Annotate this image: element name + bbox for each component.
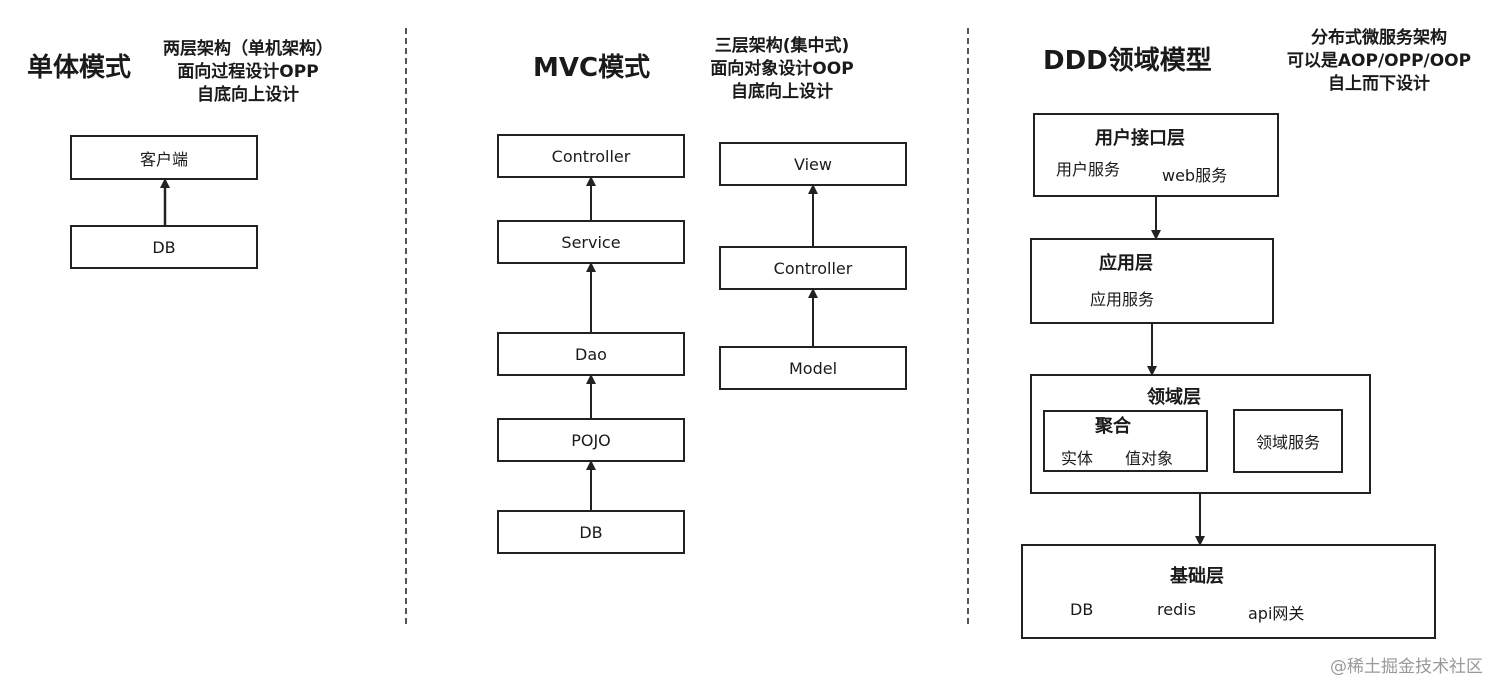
ddd-aggregate-title: 聚合 bbox=[1095, 416, 1131, 437]
ddd-ui-item-user-service: 用户服务 bbox=[1056, 160, 1121, 179]
ddd-infra-item-redis: redis bbox=[1157, 600, 1197, 619]
ddd-domain-service-box: 领域服务 bbox=[1233, 409, 1343, 473]
monolith-notes: 两层架构（单机架构） 面向过程设计OPP 自底向上设计 bbox=[148, 38, 348, 107]
ddd-notes: 分布式微服务架构 可以是AOP/OPP/OOP 自上而下设计 bbox=[1274, 27, 1484, 96]
ddd-ui-layer-box bbox=[1033, 113, 1279, 197]
mvc-title: MVC模式 bbox=[533, 53, 651, 83]
monolith-note-1: 两层架构（单机架构） bbox=[163, 39, 333, 59]
ddd-ui-layer-title: 用户接口层 bbox=[1095, 128, 1185, 149]
monolith-db-box: DB bbox=[70, 225, 258, 269]
ddd-aggregate-value-object: 值对象 bbox=[1125, 449, 1174, 468]
divider-left bbox=[405, 28, 407, 624]
mvc-model-box: Model bbox=[719, 346, 907, 390]
mvc-notes: 三层架构(集中式) 面向对象设计OOP 自底向上设计 bbox=[692, 35, 872, 104]
ddd-infra-layer-box bbox=[1021, 544, 1436, 639]
ddd-ui-item-web-service: web服务 bbox=[1162, 166, 1228, 185]
mvc-db-box: DB bbox=[497, 510, 685, 554]
ddd-app-item-app-service: 应用服务 bbox=[1090, 290, 1155, 309]
monolith-note-3: 自底向上设计 bbox=[197, 85, 299, 105]
ddd-note-3: 自上而下设计 bbox=[1328, 74, 1430, 94]
ddd-app-layer-box bbox=[1030, 238, 1274, 324]
ddd-aggregate-box bbox=[1043, 410, 1208, 472]
mvc-service-box: Service bbox=[497, 220, 685, 264]
ddd-infra-layer-title: 基础层 bbox=[1170, 566, 1224, 587]
mvc-note-1: 三层架构(集中式) bbox=[714, 36, 850, 56]
mvc-view-box: View bbox=[719, 142, 907, 186]
ddd-aggregate-entity: 实体 bbox=[1061, 449, 1094, 468]
ddd-app-layer-title: 应用层 bbox=[1099, 253, 1153, 274]
ddd-infra-item-db: DB bbox=[1070, 600, 1094, 619]
watermark-text: @稀土掘金技术社区 bbox=[1330, 657, 1483, 677]
mvc-note-2: 面向对象设计OOP bbox=[710, 59, 854, 79]
ddd-domain-layer-title: 领域层 bbox=[1147, 387, 1201, 408]
mvc-note-3: 自底向上设计 bbox=[731, 82, 833, 102]
monolith-note-2: 面向过程设计OPP bbox=[177, 62, 319, 82]
divider-right bbox=[967, 28, 969, 624]
mvc-right-controller-box: Controller bbox=[719, 246, 907, 290]
ddd-infra-item-api-gateway: api网关 bbox=[1248, 604, 1305, 623]
ddd-title: DDD领域模型 bbox=[1043, 46, 1212, 76]
ddd-note-1: 分布式微服务架构 bbox=[1311, 28, 1447, 48]
ddd-note-2: 可以是AOP/OPP/OOP bbox=[1286, 51, 1472, 71]
monolith-title: 单体模式 bbox=[27, 53, 132, 83]
